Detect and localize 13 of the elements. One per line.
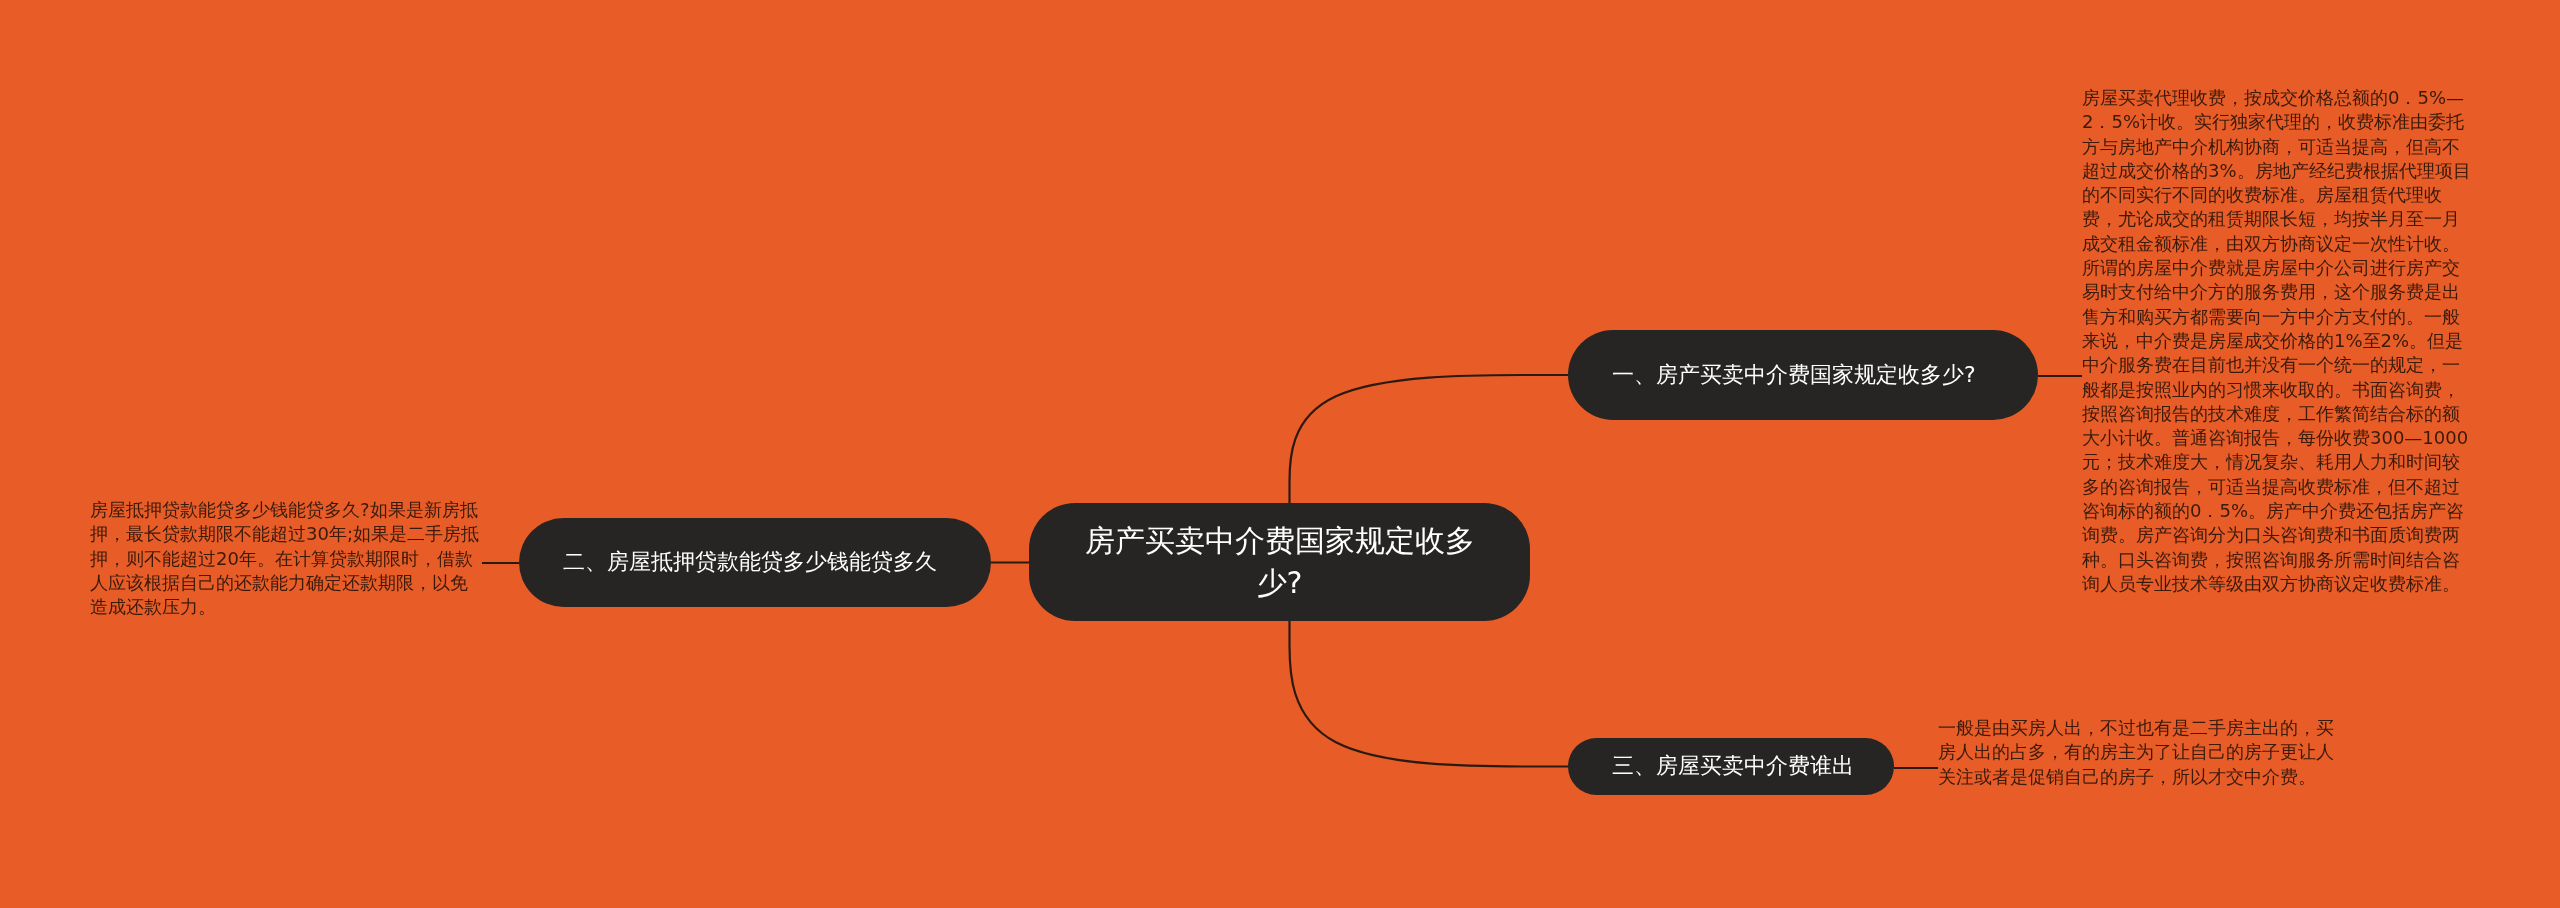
- connector-line: [2038, 374, 2082, 378]
- branch-topic: 一、房产买卖中介费国家规定收多少?: [1568, 330, 2038, 420]
- branch-topic: 二、房屋抵押贷款能贷多少钱能贷多久: [519, 518, 991, 607]
- detail-text: 一般是由买房人出，不过也有是二手房主出的，买房人出的占多，有的房主为了让自己的房子更让人关注或者是促销自己的房子，所以才交中介费。: [1938, 716, 2334, 789]
- connector-line: [1894, 766, 1938, 770]
- connector-line: [1288, 621, 1568, 768]
- detail-text: 房屋抵押贷款能贷多少钱能贷多久?如果是新房抵押，最长贷款期限不能超过30年;如果是二手房抵押，则不能超过20年。在计算贷款期限时，借款人应该根据自己的还款能力确定还款期限，以免造成还款压力。: [90, 498, 480, 620]
- detail-text: 房屋买卖代理收费，按成交价格总额的0．5%—2．5%计收。实行独家代理的，收费标准由委托方与房地产中介机构协商，可适当提高，但高不超过成交价格的3%。房地产经纪费根据代理项目的不同实行不同的收费标准。房屋租赁代理收费，尤论成交的租赁期限长短，均按半月至一月成交租金额标准，由双方协商议定一次性计收。所谓的房屋中介费就是房屋中介公司进行房产交易时支付给中介方的服务费用，这个服务费是出售方和购买方都需要向一方中介方支付的。一般来说，中介费是房屋成交价格的1%至2%。但是中介服务费在目前也并没有一个统一的规定，一般都是按照业内的习惯来收取的。书面咨询费，按照咨询报告的技术难度，工作繁简结合标的额大小计收。普通咨询报告，每份收费300—1000元；技术难度大，情况复杂、耗用人力和时间较多的咨询报告，可适当提高收费标准，但不超过咨询标的额的0．5%。房产中介费还包括房产咨询费。房产咨询分为口头咨询费和书面质询费两种。口头咨询费，按照咨询服务所需时间结合咨询人员专业技术等级由双方协商议定收费标准。: [2082, 86, 2472, 596]
- branch-topic: 三、房屋买卖中介费谁出: [1568, 738, 1894, 795]
- central-topic: 房产买卖中介费国家规定收多少?: [1029, 503, 1530, 621]
- connector-line: [482, 561, 519, 565]
- connector-line: [991, 561, 1029, 564]
- connector-line: [1288, 373, 1568, 503]
